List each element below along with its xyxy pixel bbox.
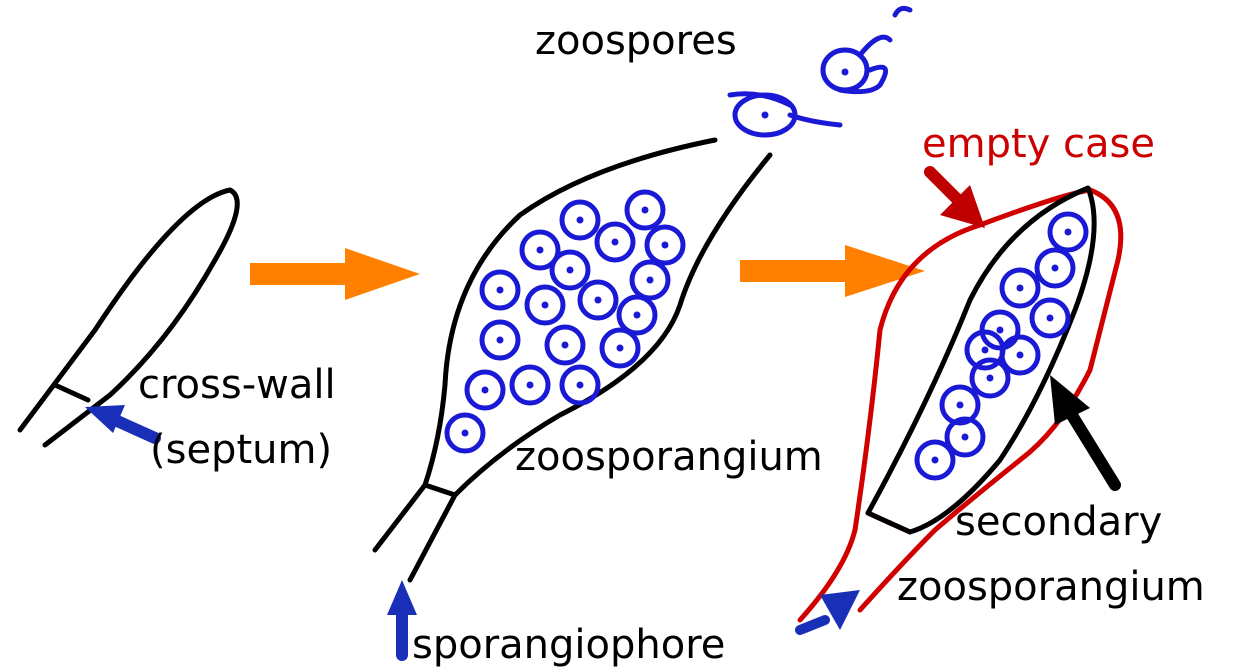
secondary-label: secondary xyxy=(955,499,1162,545)
secondary-zoosporangium-label: zoosporangium xyxy=(897,564,1205,610)
flow-arrow-1 xyxy=(250,248,420,300)
released-zoospores xyxy=(730,8,910,135)
septum-label: (septum) xyxy=(150,427,332,473)
cross-wall-septum xyxy=(55,385,88,400)
zoospore-upper xyxy=(823,8,910,91)
empty-case-pointer-arrow xyxy=(930,172,985,228)
basal-septum xyxy=(425,485,455,495)
zoospore-lower xyxy=(730,94,840,135)
zoosporangium-label: zoosporangium xyxy=(515,434,823,480)
empty-case-label: empty case xyxy=(922,121,1155,167)
cross-wall-label: cross-wall xyxy=(138,362,336,408)
cross-wall-pointer-arrow xyxy=(85,405,155,438)
secondary-zoosporangium-pointer-arrow xyxy=(1050,375,1115,485)
zoospores-label: zoospores xyxy=(535,18,737,64)
sporangiophore-label: sporangiophore xyxy=(412,622,725,668)
